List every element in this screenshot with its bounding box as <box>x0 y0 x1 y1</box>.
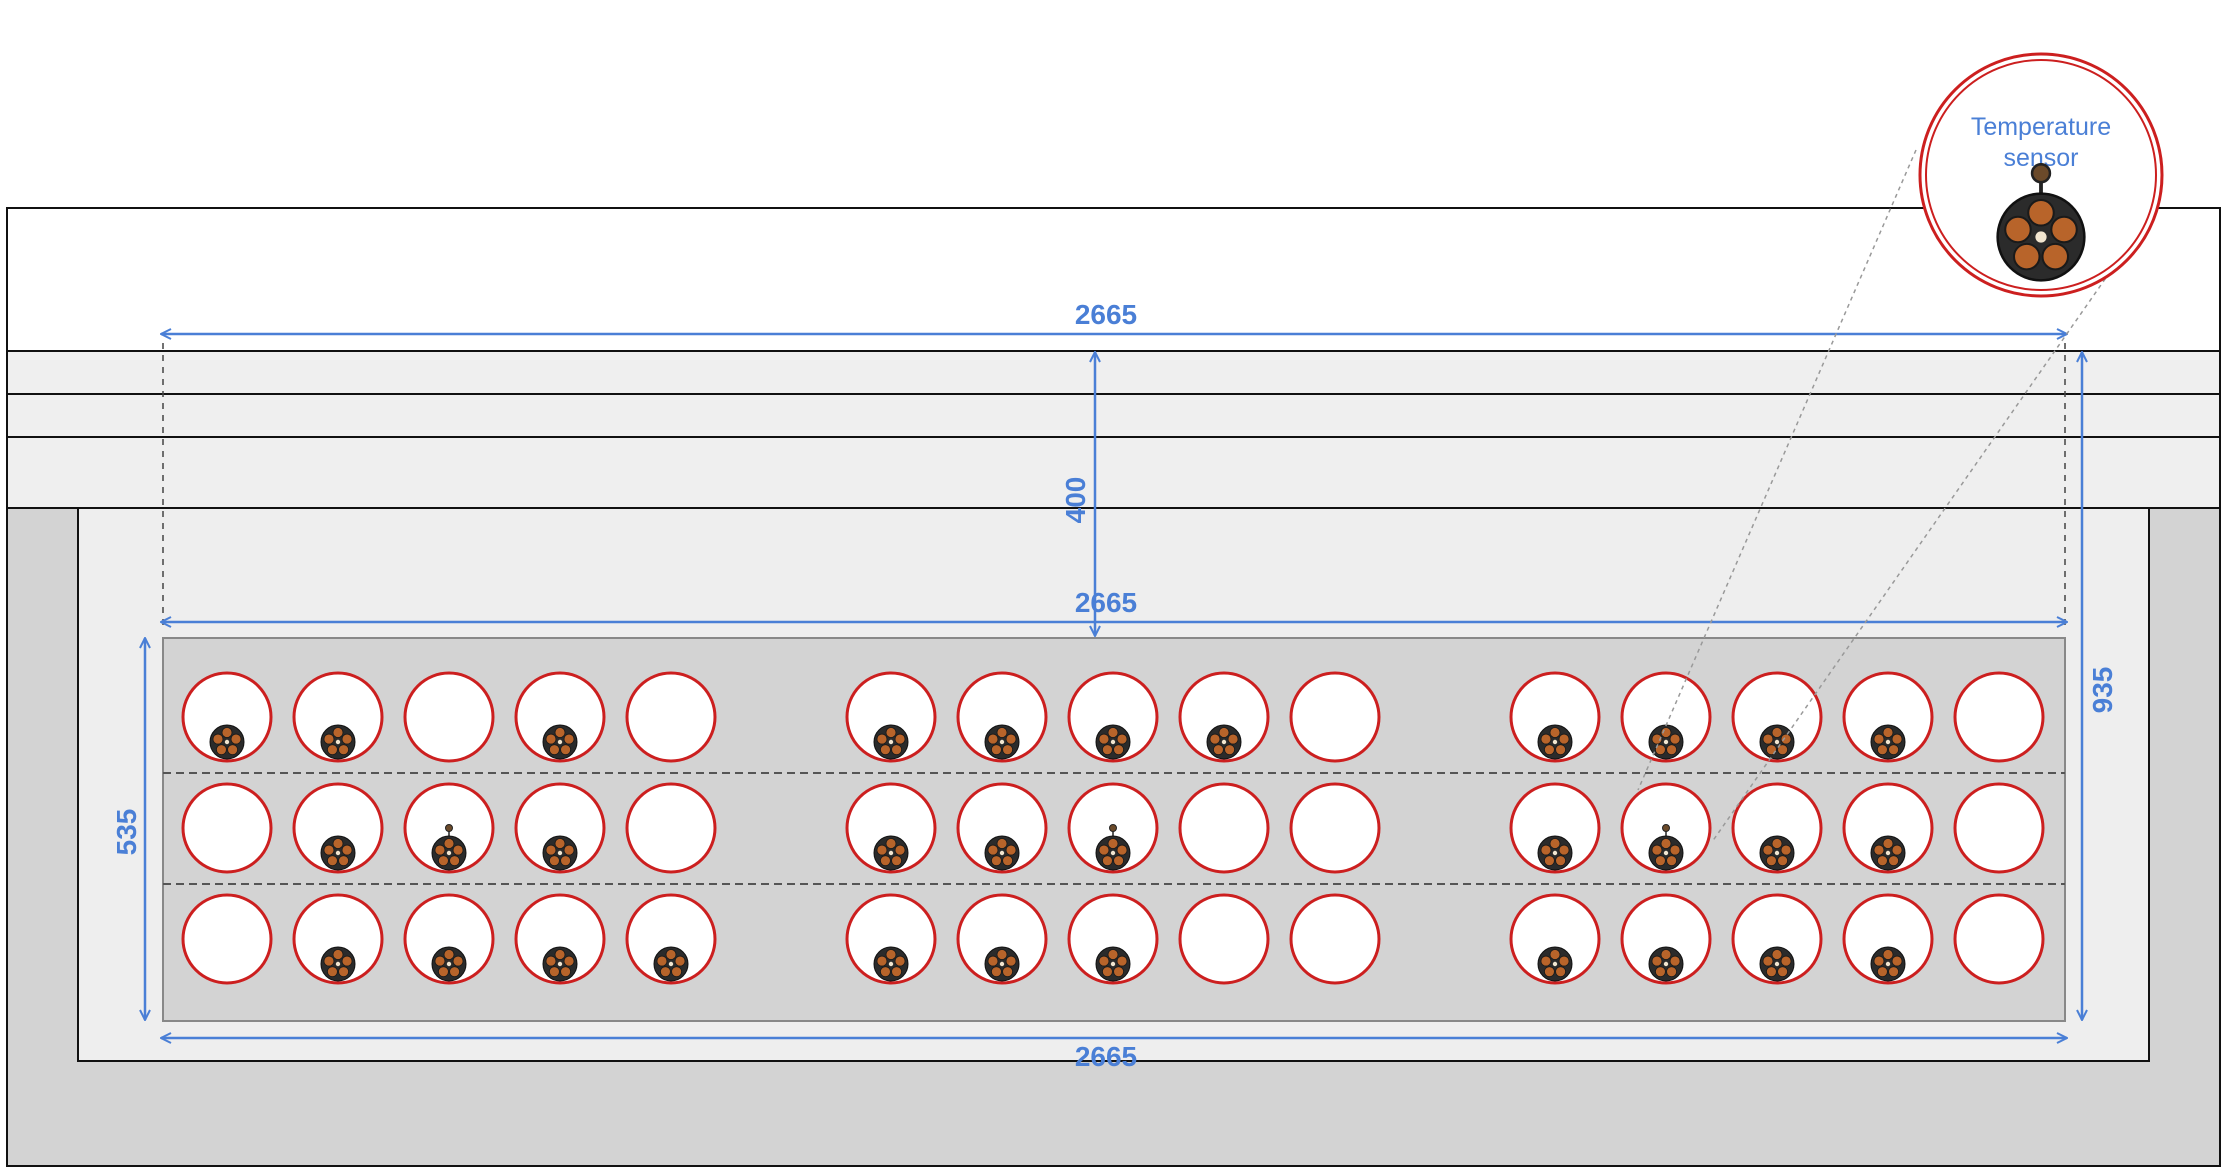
cable-icon <box>1759 946 1795 982</box>
duct-with-cable <box>1178 671 1270 763</box>
cable-icon <box>1537 835 1573 871</box>
duct-with-cable <box>292 893 384 985</box>
temperature-sensor-callout: Temperature sensor <box>1918 52 2164 298</box>
cable-icon <box>1095 824 1131 871</box>
cable-icon <box>320 724 356 760</box>
callout-leader-2 <box>1711 271 2111 843</box>
duct-with-cable <box>1620 671 1712 763</box>
cable-icon <box>542 835 578 871</box>
duct-with-cable <box>845 893 937 985</box>
duct-with-cable <box>1731 671 1823 763</box>
dim-label-cover-depth: 400 <box>1060 477 1091 524</box>
dim-label-bottom-width: 2665 <box>1075 1041 1137 1072</box>
duct-with-cable <box>181 671 273 763</box>
cable-icon <box>1759 724 1795 760</box>
empty-duct <box>1953 893 2045 985</box>
duct-with-cable <box>625 893 717 985</box>
empty-duct <box>1953 671 2045 763</box>
empty-duct <box>181 782 273 874</box>
cable-icon <box>1648 946 1684 982</box>
cable-icon <box>653 946 689 982</box>
cable-icon <box>542 724 578 760</box>
dim-label-bank-height: 535 <box>111 809 142 856</box>
duct-with-cable <box>292 782 384 874</box>
duct-group <box>181 671 2045 985</box>
duct-with-cable <box>1731 782 1823 874</box>
duct-with-cable <box>292 671 384 763</box>
cable-icon <box>873 835 909 871</box>
cable-icon <box>984 724 1020 760</box>
cable-icon <box>873 946 909 982</box>
cable-icon <box>1095 724 1131 760</box>
cable-icon <box>984 946 1020 982</box>
duct-with-cable <box>845 782 937 874</box>
duct-with-cable <box>1842 671 1934 763</box>
duct-with-cable <box>956 671 1048 763</box>
empty-duct <box>625 671 717 763</box>
cable-icon <box>431 946 467 982</box>
duct-with-cable <box>1620 782 1712 874</box>
duct-with-cable <box>1842 782 1934 874</box>
duct-with-cable <box>1509 671 1601 763</box>
cable-icon <box>542 946 578 982</box>
duct-with-cable <box>1509 893 1601 985</box>
callout-cable-icon <box>1996 163 2086 282</box>
duct-with-cable <box>514 671 606 763</box>
dim-label-bank-width: 2665 <box>1075 587 1137 618</box>
duct-with-cable <box>1067 893 1159 985</box>
empty-duct <box>1289 671 1381 763</box>
duct-with-cable <box>1731 893 1823 985</box>
cable-icon <box>1648 724 1684 760</box>
cable-icon <box>1537 724 1573 760</box>
cable-icon <box>209 724 245 760</box>
cable-icon <box>1206 724 1242 760</box>
duct-with-cable <box>514 782 606 874</box>
empty-duct <box>403 671 495 763</box>
cable-icon <box>320 946 356 982</box>
duct-with-cable <box>1067 782 1159 874</box>
surface-layer <box>6 207 2221 352</box>
duct-with-cable <box>1067 671 1159 763</box>
empty-duct <box>1289 893 1381 985</box>
duct-with-cable <box>1620 893 1712 985</box>
road-layer-3 <box>6 436 2221 509</box>
duct-with-cable <box>845 671 937 763</box>
cable-icon <box>1095 946 1131 982</box>
cable-icon <box>1648 824 1684 871</box>
duct-with-cable <box>403 893 495 985</box>
empty-duct <box>1178 782 1270 874</box>
cable-icon <box>320 835 356 871</box>
cable-icon <box>984 835 1020 871</box>
empty-duct <box>1289 782 1381 874</box>
dim-label-total-depth: 935 <box>2087 667 2118 714</box>
empty-duct <box>625 782 717 874</box>
road-layer-2 <box>6 393 2221 438</box>
duct-with-cable <box>1509 782 1601 874</box>
duct-with-cable <box>956 893 1048 985</box>
cable-icon <box>1870 946 1906 982</box>
callout-label-line1: Temperature <box>1971 113 2111 141</box>
cable-icon <box>1870 835 1906 871</box>
cable-icon <box>1537 946 1573 982</box>
duct-with-cable <box>514 893 606 985</box>
cable-icon <box>431 824 467 871</box>
cable-icon <box>1870 724 1906 760</box>
road-layer-1 <box>6 350 2221 395</box>
dim-label-top-width: 2665 <box>1075 299 1137 330</box>
duct-with-cable <box>956 782 1048 874</box>
empty-duct <box>1178 893 1270 985</box>
duct-with-cable <box>403 782 495 874</box>
empty-duct <box>181 893 273 985</box>
cable-icon <box>873 724 909 760</box>
duct-with-cable <box>1842 893 1934 985</box>
cable-icon <box>1759 835 1795 871</box>
empty-duct <box>1953 782 2045 874</box>
